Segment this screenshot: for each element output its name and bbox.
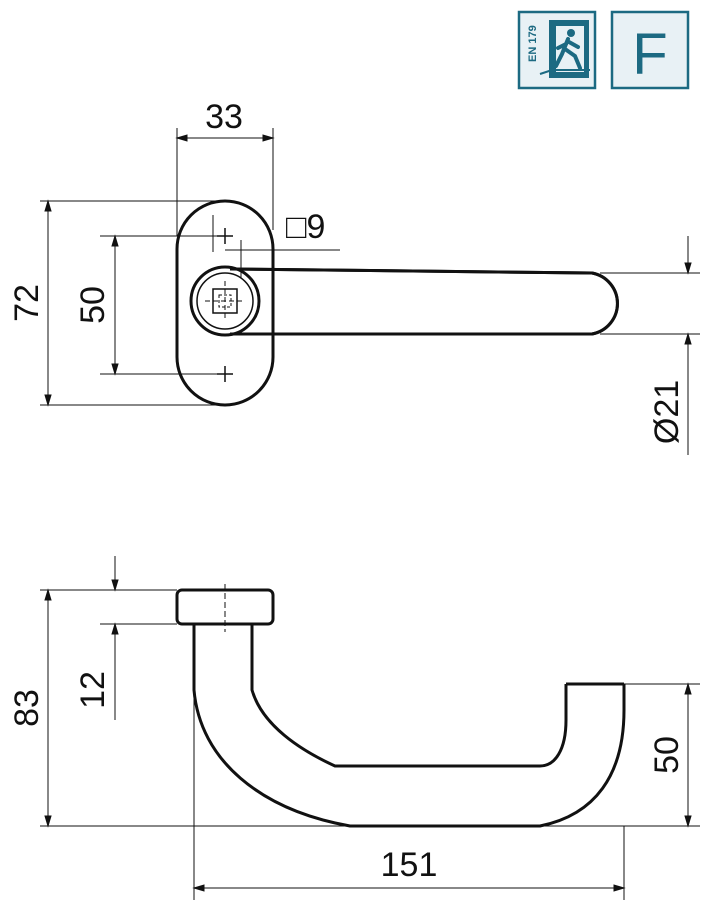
dim-rose-thickness: 12 [74,671,112,709]
en179-badge: EN 179 [517,10,597,90]
lever-side-inner [250,624,568,768]
dim-rose-height: 72 [8,284,46,322]
running-man-icon [539,20,590,78]
dim-total-length: 151 [381,846,438,884]
en179-label: EN 179 [527,25,539,62]
dim-handle-drop: 50 [648,736,686,774]
lever-side-outer [192,624,626,828]
dim-rose-width: 33 [205,98,243,136]
front-view [175,199,619,407]
dim-diameter: Ø21 [648,380,686,444]
dim-square: □9 [286,208,325,246]
side-view [175,584,626,828]
side-dimensions [40,556,700,900]
f-label: F [632,22,667,87]
front-dimensions [40,128,700,455]
f-badge: F [610,10,690,90]
dim-total-height: 83 [8,689,46,727]
dim-hole-spacing: 50 [74,286,112,324]
lever-arm [229,267,619,336]
